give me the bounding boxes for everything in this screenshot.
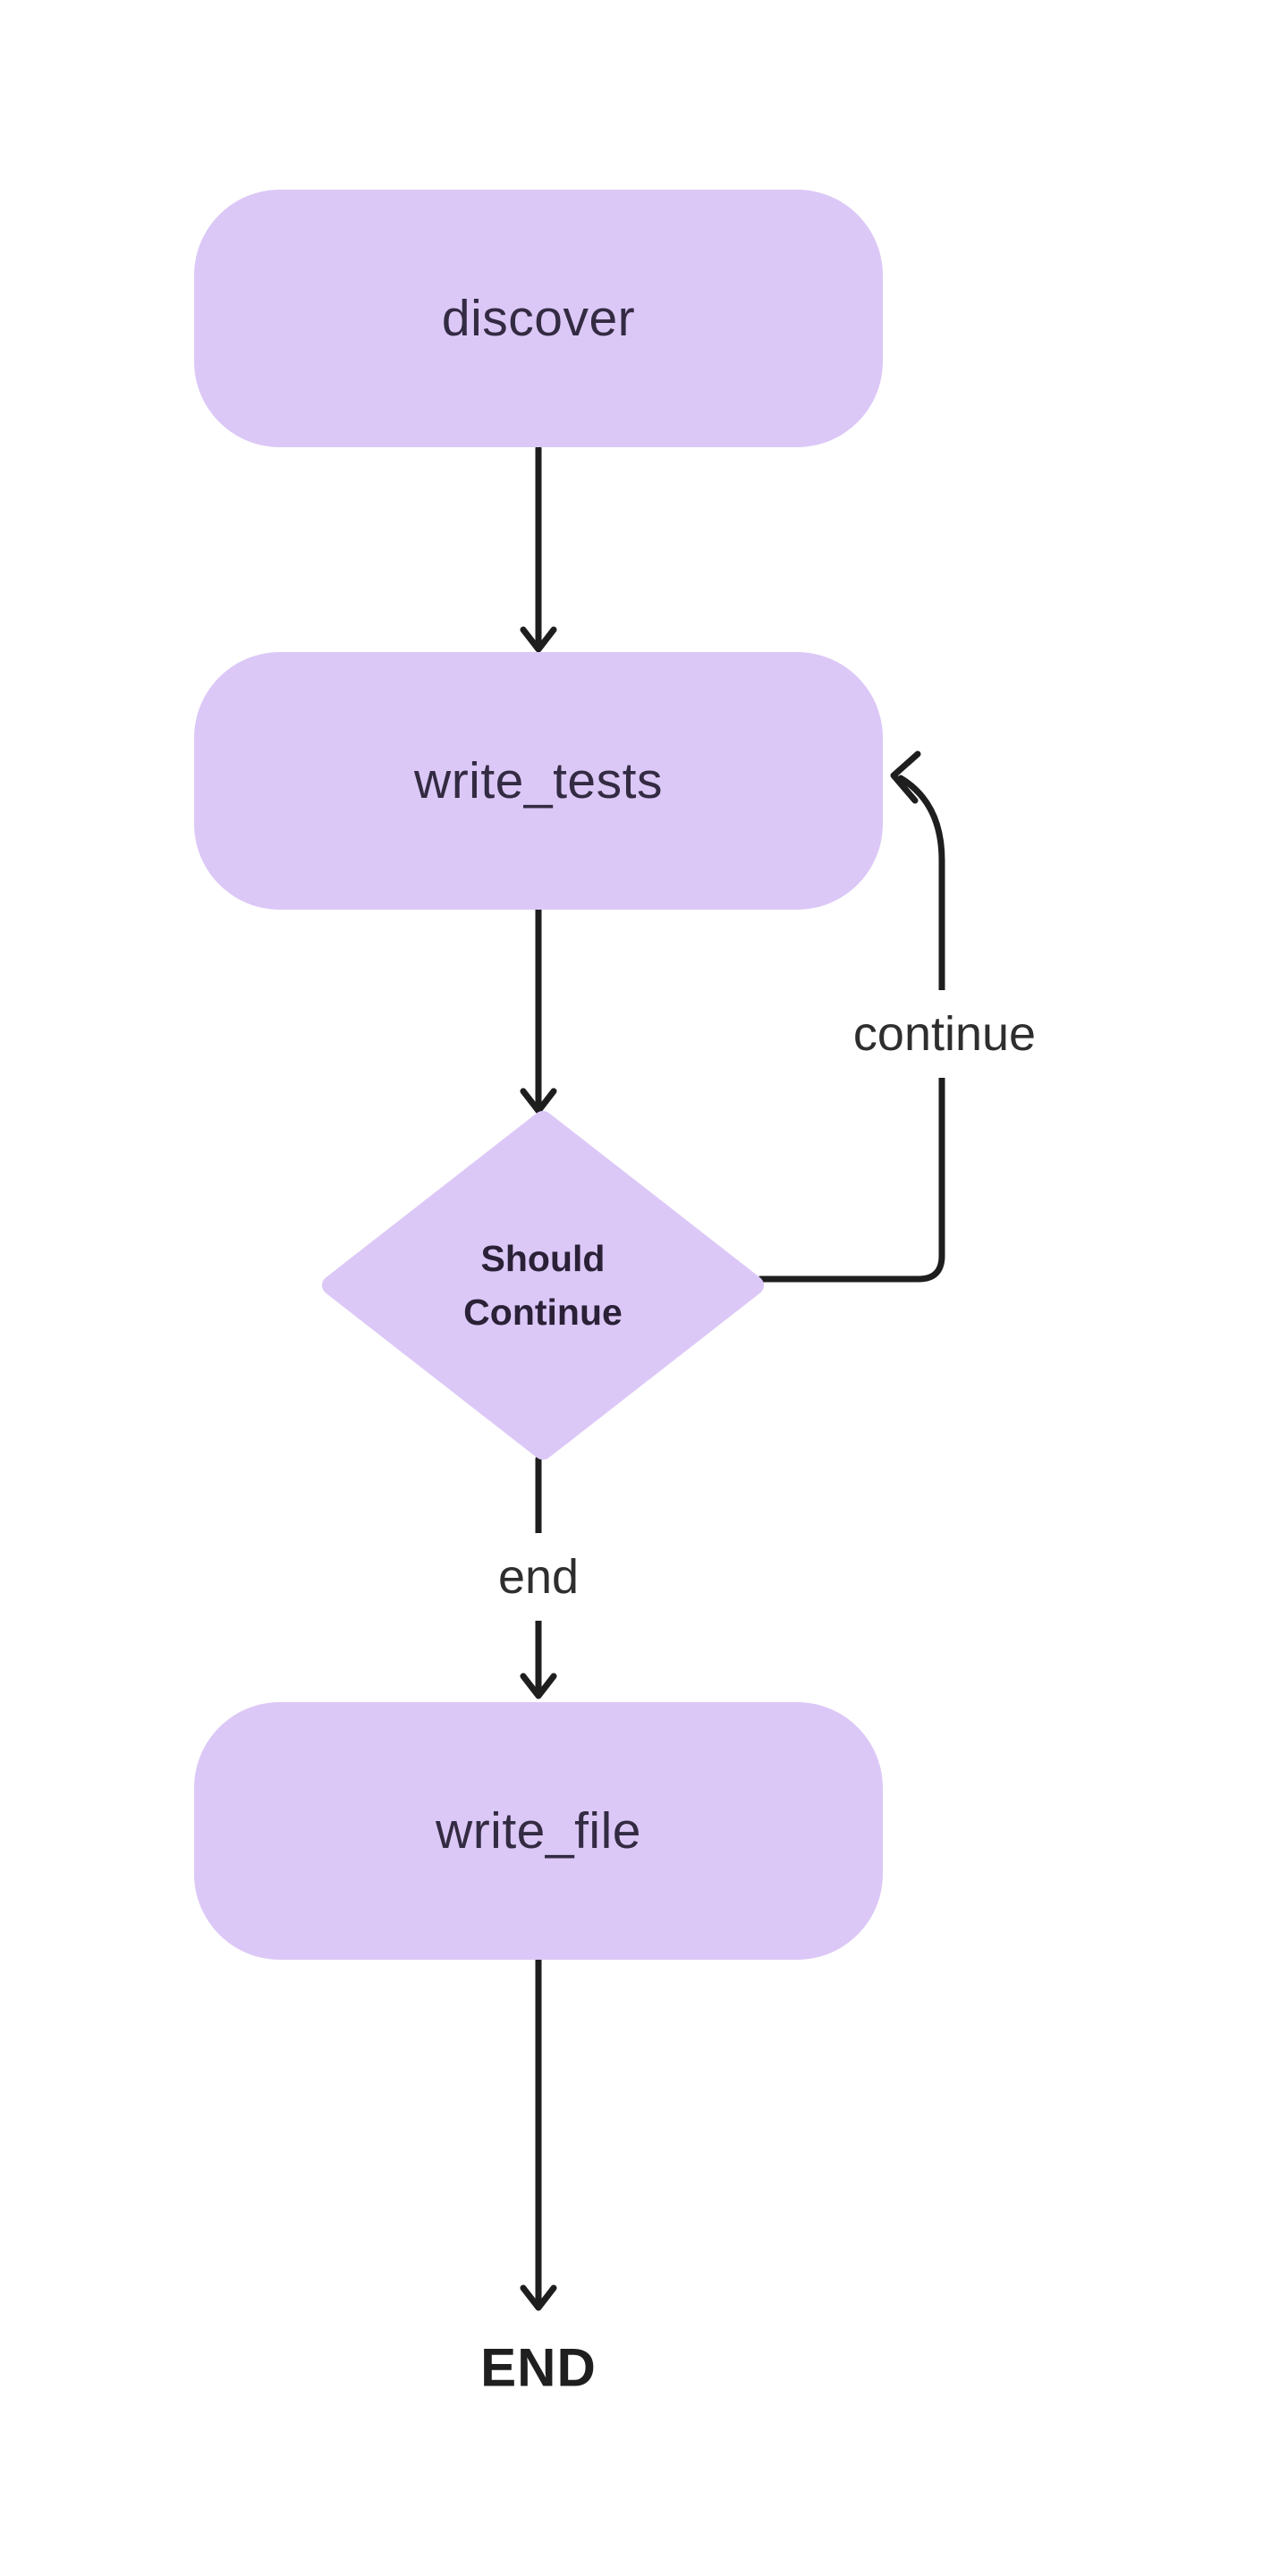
node-decision-label-line2: Continue bbox=[463, 1292, 623, 1333]
arrowhead-into-end bbox=[520, 2284, 557, 2311]
arrowhead-into-decision bbox=[520, 1088, 557, 1114]
arrowhead-into-write-tests bbox=[520, 626, 557, 653]
edge-decision-to-write-tests-loop bbox=[757, 775, 945, 1283]
edge-label-continue: continue bbox=[840, 990, 1049, 1078]
edge-label-end: end bbox=[485, 1533, 592, 1621]
node-decision-label: Should Continue bbox=[364, 1214, 722, 1357]
node-write-tests-label: write_tests bbox=[414, 752, 663, 809]
arrowhead-into-write-file bbox=[520, 1673, 557, 1699]
node-discover-label: discover bbox=[441, 290, 636, 347]
node-write-file: write_file bbox=[194, 1702, 883, 1960]
node-decision-label-line1: Should bbox=[480, 1238, 606, 1279]
arrowhead-loop-into-write-tests bbox=[890, 750, 921, 804]
node-discover: discover bbox=[194, 190, 883, 447]
node-write-tests: write_tests bbox=[194, 652, 883, 910]
node-write-file-label: write_file bbox=[436, 1802, 641, 1860]
node-decision-diamond bbox=[322, 1111, 764, 1460]
node-end-terminal: END bbox=[480, 2337, 597, 2398]
